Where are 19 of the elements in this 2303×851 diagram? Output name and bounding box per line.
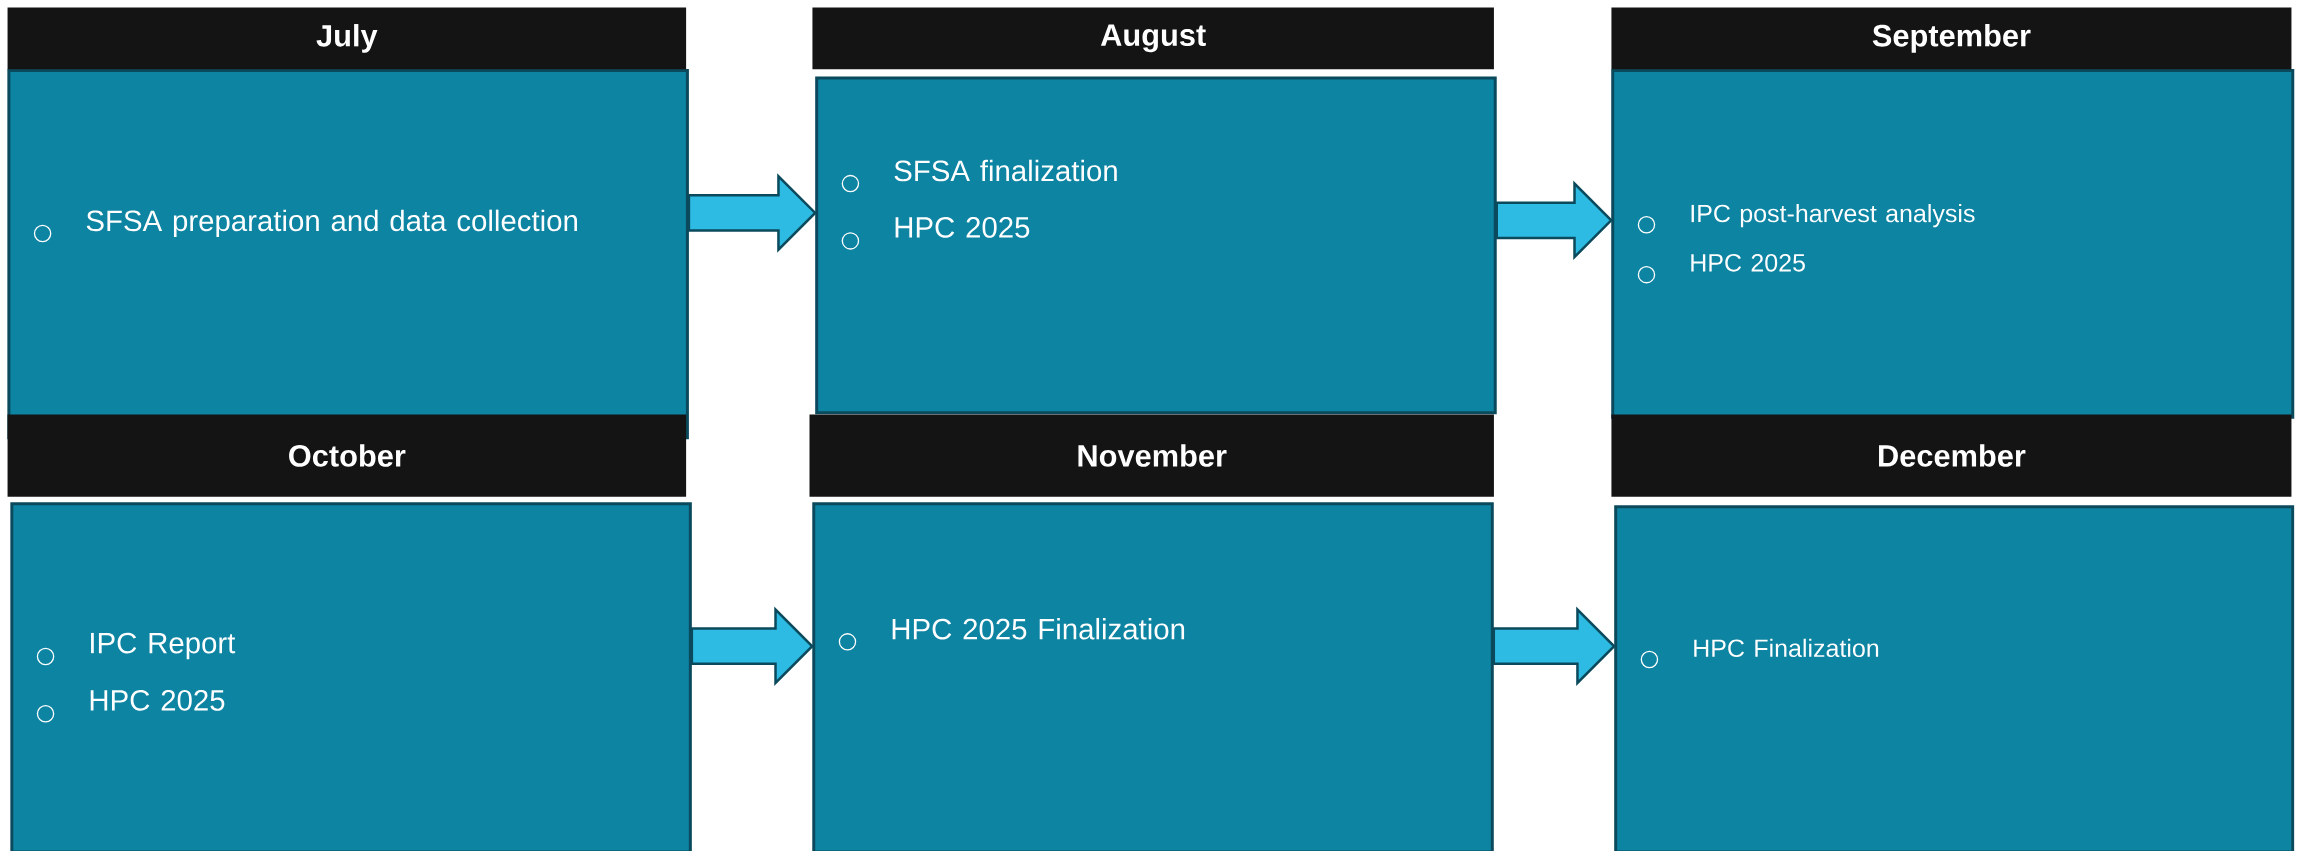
bullet-text: HPC 2025 <box>895 217 1030 238</box>
block-arrow <box>1495 180 1613 261</box>
month-header: October <box>7 414 687 497</box>
month-header: July <box>7 7 687 70</box>
bullet-text: HPC Finalization <box>1694 638 1879 658</box>
month-header: November <box>809 414 1494 497</box>
bullet-text: IPC Report <box>91 632 236 660</box>
block-arrow <box>1492 606 1616 686</box>
bullet-text: HPC 2025 <box>1691 253 1805 272</box>
month-header: August <box>812 7 1494 70</box>
bullet-text: HPC 2025 <box>90 689 225 711</box>
month-header: September <box>1611 7 2292 70</box>
bullet-text: HPC 2025 Finalization <box>892 617 1185 640</box>
block-arrow <box>687 173 817 253</box>
bullet-text: SFSA preparation and data collection <box>86 209 577 238</box>
month-header: December <box>1611 414 2292 497</box>
bullet-text: IPC post-harvest analysis <box>1691 204 1975 228</box>
block-arrow <box>690 606 814 686</box>
bullet-text: SFSA finalization <box>894 159 1117 182</box>
